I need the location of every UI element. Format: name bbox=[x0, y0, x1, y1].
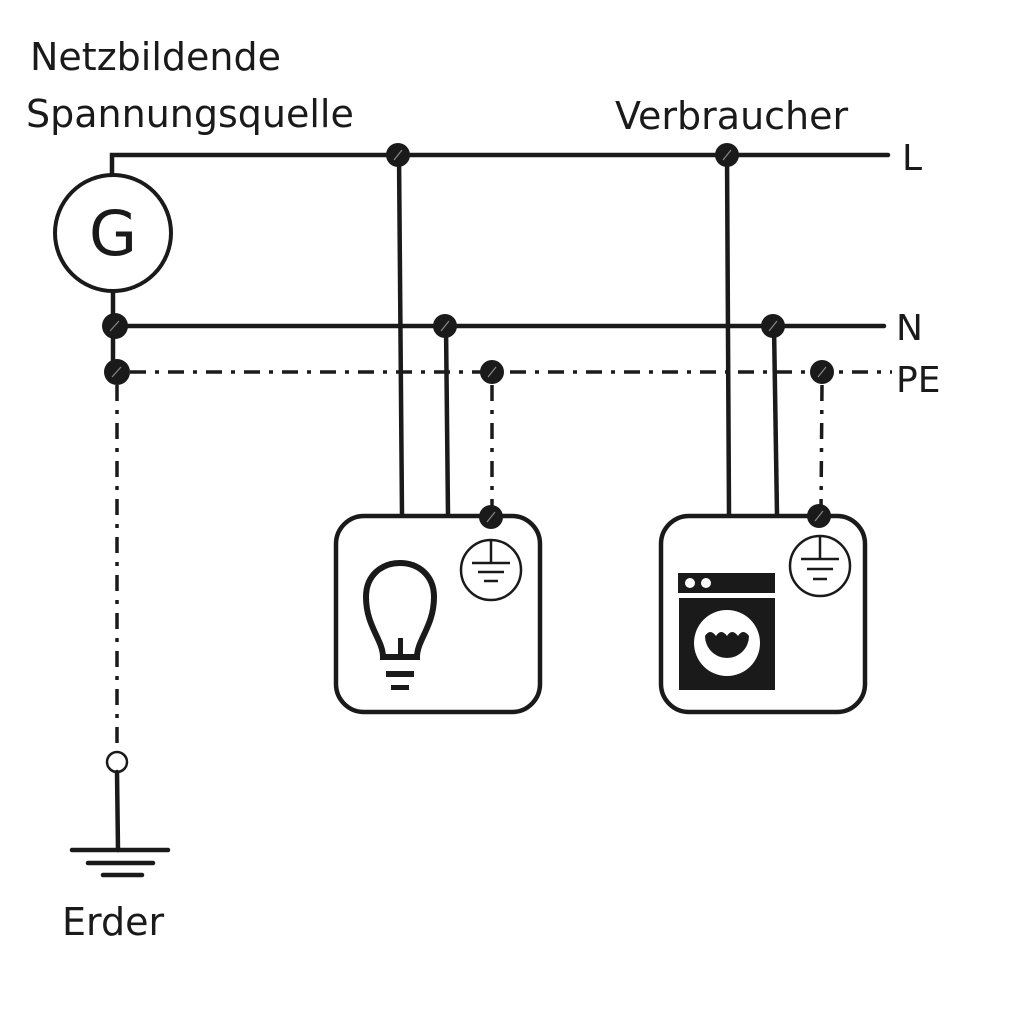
wm-l-wire bbox=[724, 152, 732, 518]
junction-nodes bbox=[102, 143, 834, 523]
lamp-l-wire bbox=[396, 152, 405, 518]
consumers-label: Verbraucher bbox=[615, 94, 849, 138]
wm-n-wire bbox=[771, 323, 780, 518]
generator: G bbox=[53, 173, 173, 293]
consumer-lamp bbox=[333, 152, 543, 715]
generator-circle bbox=[53, 173, 173, 293]
protective-earth-icon bbox=[459, 538, 523, 602]
l-label: L bbox=[902, 138, 922, 179]
source-label-line1: Netzbildende bbox=[30, 35, 281, 79]
wm-pe-wire bbox=[819, 384, 824, 511]
generator-symbol: G bbox=[89, 197, 137, 270]
l-wire bbox=[109, 152, 891, 178]
earth-electrode: Erder bbox=[62, 385, 171, 944]
earth-label: Erder bbox=[62, 900, 164, 944]
conductor-L: L bbox=[109, 138, 922, 179]
source-label-line2: Spannungsquelle bbox=[26, 92, 354, 136]
light-bulb-icon bbox=[362, 559, 438, 690]
n-label: N bbox=[896, 308, 923, 349]
disconnect-terminal-icon bbox=[105, 750, 129, 774]
lamp-n-wire bbox=[443, 323, 451, 518]
pe-label: PE bbox=[896, 360, 940, 401]
protective-earth-icon bbox=[788, 534, 852, 598]
conductor-PE: PE bbox=[130, 360, 940, 401]
earth-wire bbox=[114, 769, 121, 853]
consumer-washing-machine bbox=[658, 152, 868, 715]
conductor-N: N bbox=[110, 288, 923, 375]
washing-machine-icon bbox=[678, 573, 775, 690]
